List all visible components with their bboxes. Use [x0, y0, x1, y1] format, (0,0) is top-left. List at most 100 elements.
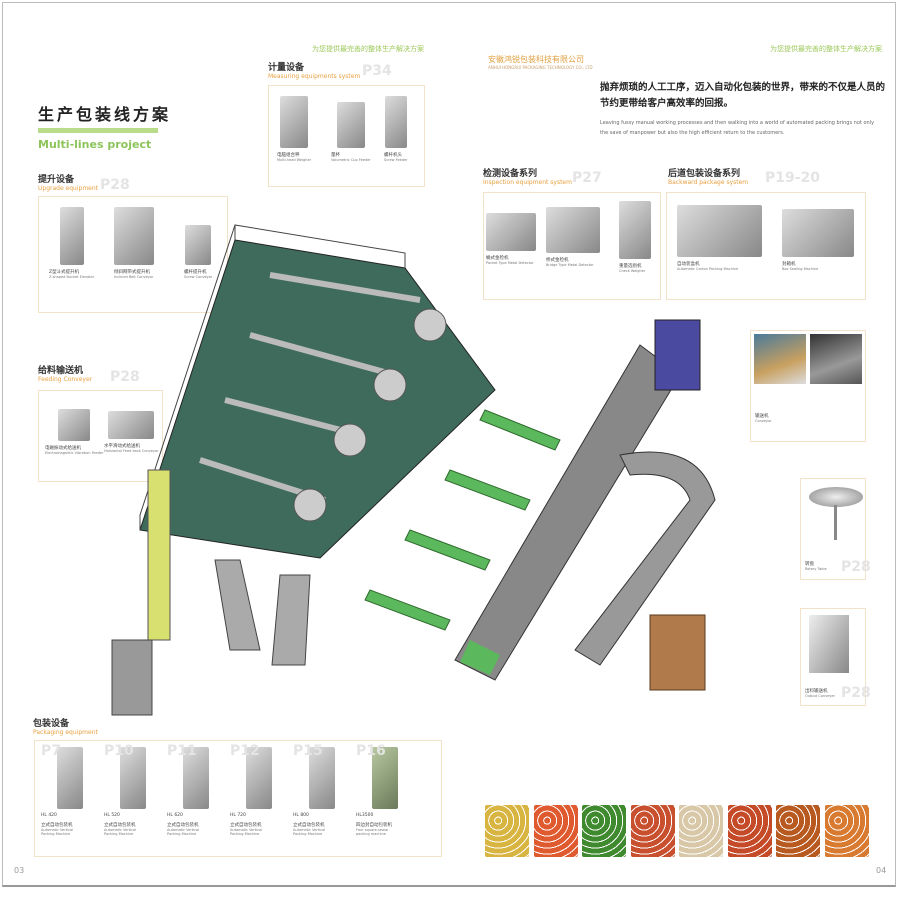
section-title: 后道包装设备系列	[668, 169, 741, 179]
model-number: HL 520	[104, 813, 120, 818]
page-ref: P16	[356, 743, 386, 759]
screw-feeder-image	[384, 96, 407, 148]
railing	[234, 224, 406, 268]
packaging-heading: 包装设备 Packaging equipment	[33, 716, 98, 736]
section-subtitle: Inspection equipment system	[483, 179, 572, 186]
model-number: HL 620	[167, 813, 183, 818]
machine-name-en: Automatic Vertical	[167, 828, 200, 832]
rotary-table-leg	[834, 505, 837, 540]
elevator-image	[59, 207, 84, 265]
stairs	[271, 574, 311, 666]
food-photo	[776, 805, 820, 857]
food-photo	[485, 805, 529, 857]
conveyor-photo	[810, 334, 862, 384]
packaging-machine-item: P7 HL 420 立式自动包装机 Automatic Vertical Pac…	[41, 743, 83, 836]
section-title: 给料输送机	[38, 366, 84, 376]
intro-block: 抛弃烦琐的人工工序，迈入自动化包装的世界，带来的不仅是人员的节约更带给客户高效率…	[600, 80, 885, 138]
page-ref: P7	[41, 743, 62, 759]
machine-name: 立式自动包装机	[104, 823, 136, 828]
page-number-left: 03	[14, 866, 25, 875]
cup-feeder-image	[336, 102, 365, 148]
packaging-machine-item: P15 HL 800 立式自动包装机 Automatic Vertical Pa…	[293, 743, 335, 836]
machine-name-en: Packing Machine	[293, 832, 323, 836]
section-title: 包装设备	[33, 719, 70, 729]
feed-conveyors	[364, 409, 561, 631]
packaging-machine-item: P12 HL 720 立式自动包装机 Automatic Vertical Pa…	[230, 743, 272, 836]
food-photo	[533, 805, 578, 857]
machine-name: 立式自动包装机	[167, 823, 199, 828]
page-title: 生产包装线方案	[38, 105, 172, 124]
rotary-table-image	[809, 487, 863, 507]
machine-name: 立式自动包装机	[41, 823, 73, 828]
machine-name-en: Packing Machine	[167, 832, 197, 836]
inspection-heading: 检测设备系列 Inspection equipment system	[483, 166, 572, 186]
conveyor-segment	[460, 640, 500, 675]
curved-conveyor	[574, 451, 716, 666]
title-divider	[38, 128, 158, 133]
output-conveyor-image	[809, 615, 849, 673]
multihead-weighers	[293, 308, 447, 522]
pallet-boxes	[649, 614, 706, 691]
intro-en: Leaving fussy manual working processes a…	[600, 120, 875, 136]
section-title: 检测设备系列	[483, 169, 538, 179]
conveyor-photo	[754, 334, 806, 384]
carton-machine	[654, 319, 701, 391]
tagline-left: 为您提供最完善的整体生产解决方案	[312, 45, 424, 53]
page-ref: P28	[110, 369, 140, 385]
feeding-heading: 给料输送机 Feeding Conveyer	[38, 363, 92, 383]
page-ref: P27	[572, 170, 602, 186]
section-title: 提升设备	[38, 175, 75, 185]
machine-name-en: Automatic Vertical	[41, 828, 74, 832]
machine-name-en: Automatic Vertical	[104, 828, 137, 832]
weigher-image	[280, 96, 309, 148]
machine-name: 立式自动包装机	[293, 823, 325, 828]
bucket-elevator	[147, 469, 171, 641]
page-ref: P28	[841, 685, 871, 701]
model-number: HL 720	[230, 813, 246, 818]
packaging-machine-item: P11 HL 620 立式自动包装机 Automatic Vertical Pa…	[167, 743, 209, 836]
company-logo: 安徽鸿锐包装科技有限公司 ANHUI HONGRUI PACKAGING TEC…	[488, 54, 593, 70]
machine-name-en: Packing Machine	[104, 832, 134, 836]
packing-machine-image	[120, 747, 146, 809]
company-name-en: ANHUI HONGRUI PACKAGING TECHNOLOGY CO., …	[488, 65, 593, 70]
machine-name-en: Four square-sease	[356, 828, 389, 832]
packing-machine-image	[246, 747, 272, 809]
feeder-machine	[111, 639, 153, 716]
food-photo	[630, 805, 675, 857]
machine-name-en: Automatic Vertical	[230, 828, 263, 832]
packing-machine-image	[309, 747, 335, 809]
page-ref: P11	[167, 743, 197, 759]
page-ref: P19-20	[765, 170, 821, 186]
food-photo	[824, 805, 869, 857]
company-name: 安徽鸿锐包装科技有限公司	[488, 55, 584, 64]
food-photo	[679, 805, 723, 857]
tagline-right: 为您提供最完善的整体生产解决方案	[770, 45, 882, 53]
section-title: 计量设备	[268, 63, 305, 73]
backward-heading: 后道包装设备系列 Backward package system	[668, 166, 748, 186]
packing-machine-image	[372, 747, 398, 809]
bridge-detector-image	[546, 207, 600, 253]
belt-conveyor-image	[114, 207, 154, 265]
machine-name-en: Automatic Vertical	[293, 828, 326, 832]
packing-machine-image	[57, 747, 83, 809]
page-frame	[2, 2, 896, 887]
page-subtitle: Multi-lines project	[38, 138, 152, 151]
vibration-feeder-image	[58, 409, 91, 441]
